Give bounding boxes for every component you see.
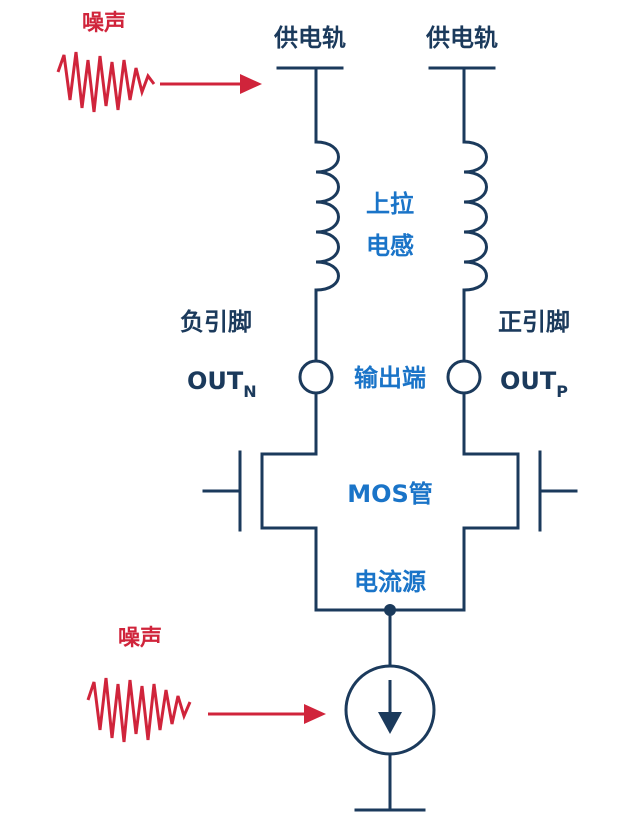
output-port-label: 输出端: [354, 364, 426, 392]
inductor-left: [314, 140, 340, 292]
inductor-right: [462, 140, 488, 292]
noise-arrow-top: [160, 74, 262, 94]
noise-waveform-top: [56, 51, 156, 113]
negative-pin-label: 负引脚: [180, 308, 252, 336]
current-source-label: 电流源: [354, 568, 426, 596]
mos-transistor-right: [462, 450, 578, 532]
output-terminal-positive: [446, 359, 482, 395]
out-n-label: OUTN: [187, 367, 257, 401]
supply-rail-label-left: 供电轨: [273, 24, 346, 52]
mos-label: MOS管: [347, 480, 433, 508]
current-source: [344, 664, 436, 756]
current-arrow-icon: [378, 712, 402, 734]
positive-pin-label: 正引脚: [498, 308, 570, 336]
inductor-label-line2: 电感: [366, 232, 414, 260]
supply-rail-label-right: 供电轨: [425, 24, 498, 52]
mos-transistor-left: [202, 450, 318, 532]
noise-label-top: 噪声: [82, 11, 126, 36]
output-terminal-negative: [298, 359, 334, 395]
out-p-label: OUTP: [500, 367, 568, 401]
noise-label-bottom: 噪声: [118, 626, 162, 651]
noise-arrow-bottom: [208, 704, 326, 724]
inductor-label-line1: 上拉: [366, 190, 414, 218]
noise-waveform-bottom: [86, 677, 192, 743]
